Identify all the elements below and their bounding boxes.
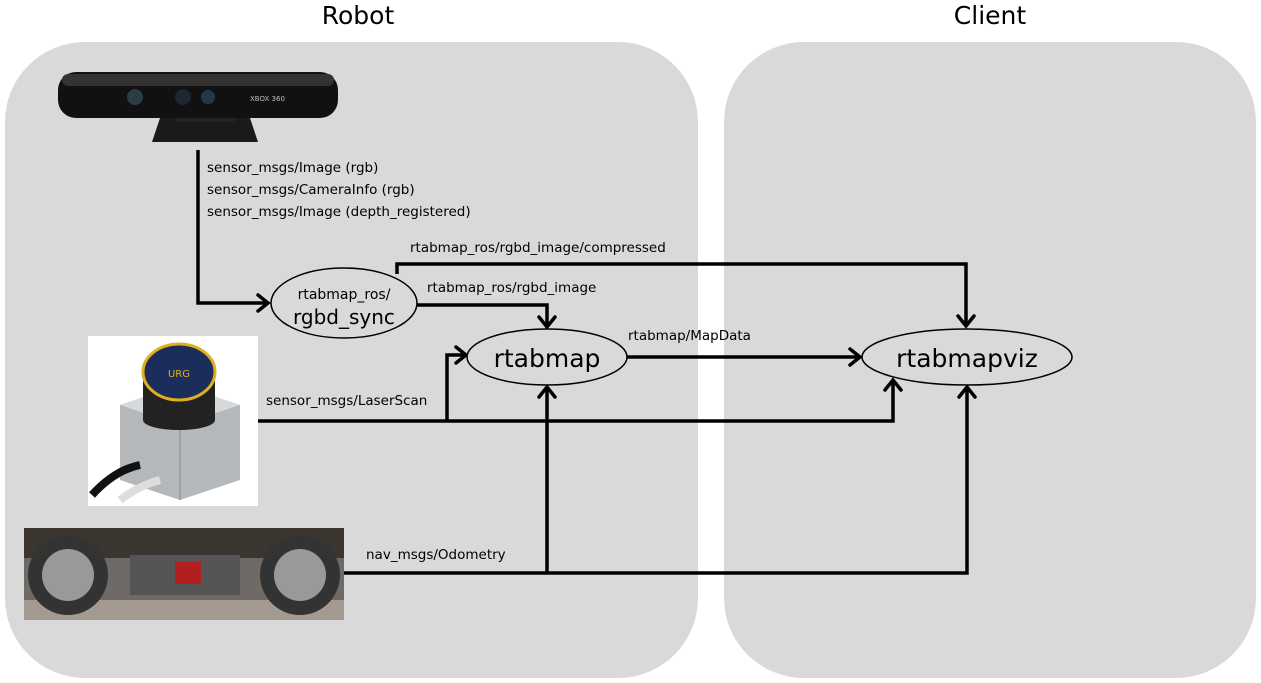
kinect-sensor-image: XBOX 360 [58, 72, 338, 142]
robot-panel [5, 42, 698, 678]
rgbd-sync-node: rtabmap_ros/ rgbd_sync [270, 267, 418, 339]
compressed-arrow [395, 262, 976, 329]
rgbd-image-arrow [417, 303, 557, 330]
rgbd-image-topic-label: rtabmap_ros/rgbd_image [427, 280, 596, 296]
kinect-to-rgbd-sync-arrow [196, 150, 271, 313]
client-title: Client [954, 1, 1027, 30]
kinect-topic-1: sensor_msgs/Image (rgb) [207, 160, 378, 176]
rtabmapviz-label: rtabmapviz [896, 344, 1038, 373]
odometry-topic-label: nav_msgs/Odometry [366, 547, 506, 563]
map-data-arrow [627, 347, 863, 367]
kinect-topic-3: sensor_msgs/Image (depth_registered) [207, 204, 471, 220]
laser-scanner-image: URG [88, 336, 258, 506]
laser-logo-text: URG [168, 369, 190, 380]
robot-base-image [24, 528, 344, 620]
odometry-arrows [344, 384, 977, 575]
compressed-topic-label: rtabmap_ros/rgbd_image/compressed [410, 240, 666, 256]
map-data-topic-label: rtabmap/MapData [628, 328, 751, 344]
laser-scan-arrows [258, 345, 903, 423]
rtabmapviz-node: rtabmapviz [861, 328, 1073, 386]
robot-title: Robot [322, 1, 395, 30]
kinect-logo-text: XBOX 360 [250, 95, 285, 103]
rtabmap-node: rtabmap [466, 328, 628, 386]
kinect-topic-2: sensor_msgs/CameraInfo (rgb) [207, 182, 415, 198]
rgbd-sync-label-1: rtabmap_ros/ [298, 287, 391, 303]
laser-scan-topic-label: sensor_msgs/LaserScan [266, 393, 427, 409]
rgbd-sync-label-2: rgbd_sync [293, 305, 395, 329]
rtabmap-label: rtabmap [494, 344, 601, 373]
